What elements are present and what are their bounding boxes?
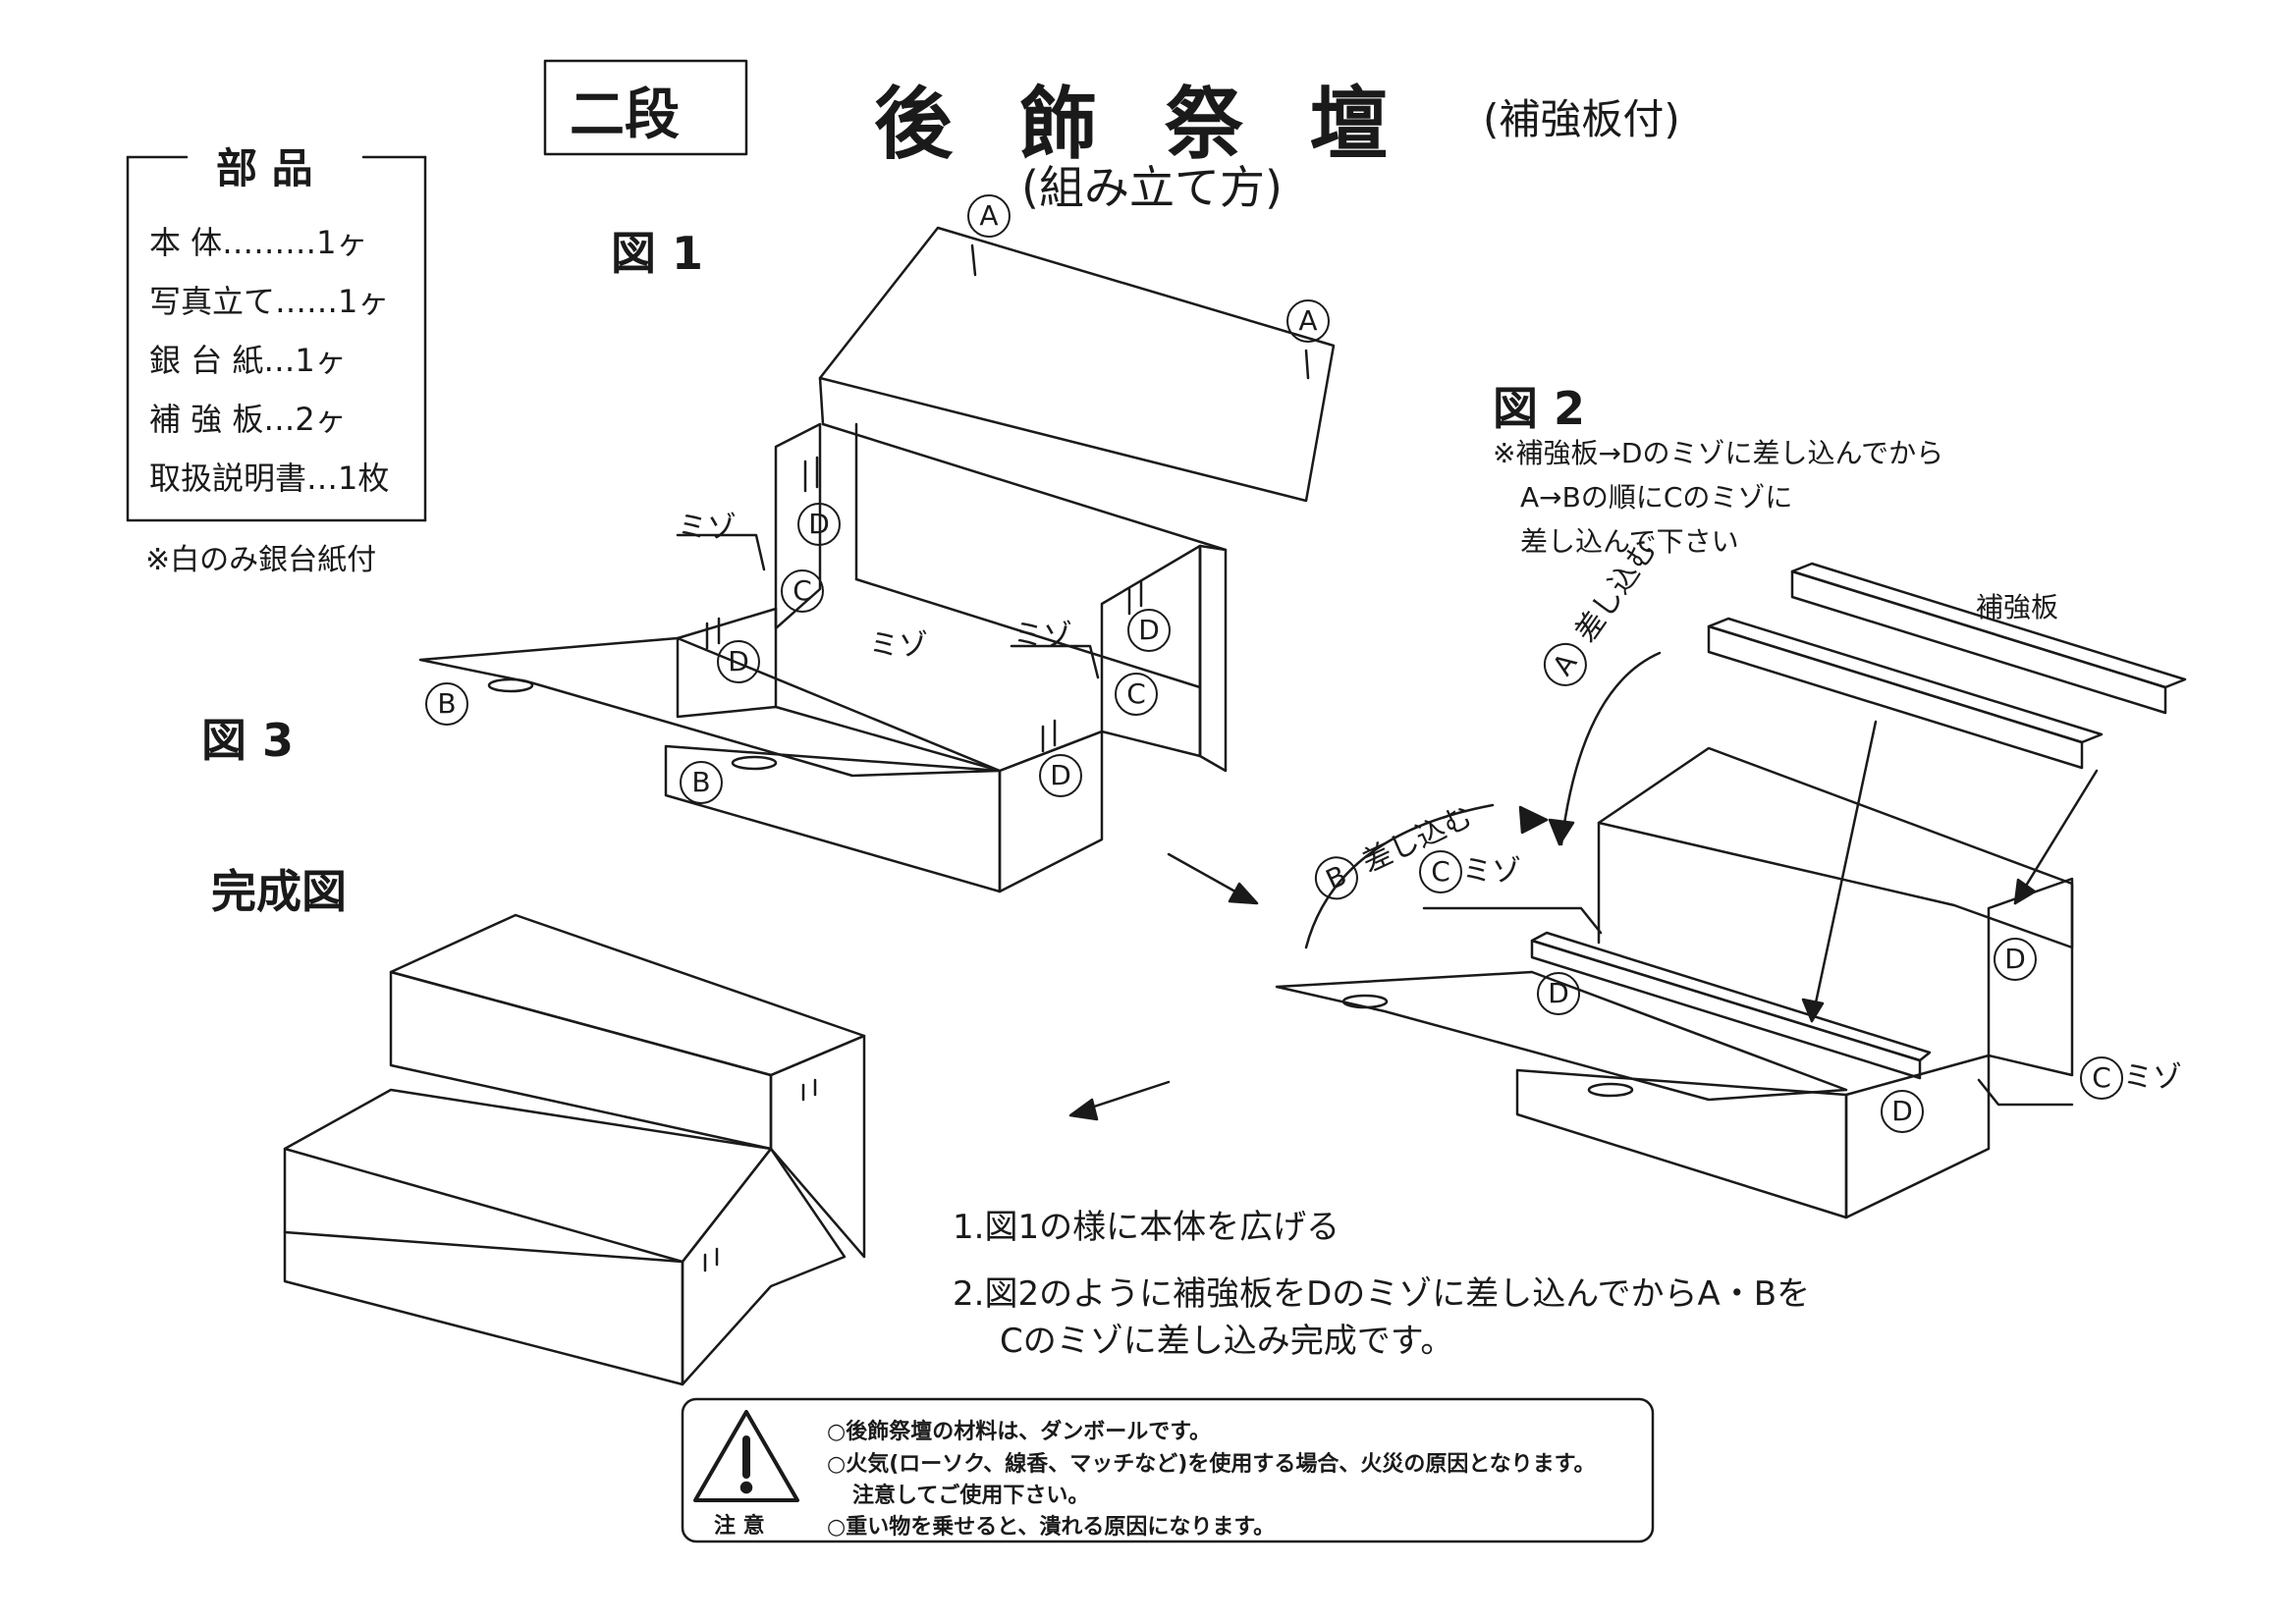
mark-c: C	[781, 569, 824, 613]
tag-label: 二段	[570, 83, 680, 147]
mark-d: D	[1127, 609, 1171, 652]
mark-d: D	[797, 503, 841, 546]
warning-icon	[693, 1410, 799, 1502]
fig2-note-line: 差し込んで下さい	[1520, 525, 1739, 558]
flow-arrows	[1068, 852, 1259, 1121]
title-suffix: (補強板付)	[1483, 95, 1680, 143]
fig2-note-line: A→Bの順にCのミゾに	[1520, 481, 1793, 514]
part-item: 銀 台 紙…1ヶ	[149, 342, 347, 379]
page-title: 後 飾 祭 壇	[874, 79, 1408, 170]
mark-a: A	[1286, 299, 1330, 343]
step-2: 2.図2のように補強板をDのミゾに差し込んでからA・Bを	[953, 1274, 1811, 1314]
mark-b: B	[425, 682, 468, 726]
mark-d: D	[717, 640, 760, 683]
mizo-label: ミゾ	[1013, 619, 1072, 653]
fig2-label: 図 2	[1493, 382, 1586, 435]
caution-line: ○重い物を乗せると、潰れる原因になります。	[827, 1515, 1276, 1540]
parts-note: ※白のみ銀台紙付	[145, 543, 377, 577]
fig2-note-line: ※補強板→Dのミゾに差し込んでから	[1493, 437, 1944, 469]
step-1: 1.図1の様に本体を広げる	[953, 1208, 1340, 1247]
caution-frame	[681, 1397, 1655, 1543]
caution-line: 注意してご使用下さい。	[852, 1484, 1090, 1508]
fig3-label: 図 3	[201, 714, 295, 767]
fig1-label: 図 1	[611, 227, 704, 280]
mark-c: C	[1115, 673, 1158, 716]
step-2-continued: Cのミゾに差し込み完成です。	[1000, 1322, 1454, 1361]
fig1-drawing	[418, 226, 1336, 893]
caution-label: 注 意	[714, 1514, 765, 1539]
part-item: 取扱説明書…1枚	[149, 460, 390, 497]
complete-drawing	[283, 913, 866, 1386]
tag-frame	[543, 59, 748, 156]
caution-line: ○後飾祭壇の材料は、ダンボールです。	[827, 1420, 1211, 1444]
mark-d: D	[1994, 938, 2037, 981]
parts-frame	[126, 155, 427, 522]
mizo-label: ミゾ	[678, 511, 737, 545]
caution-line: ○火気(ローソク、線香、マッチなど)を使用する場合、火災の原因となります。	[827, 1452, 1596, 1477]
mizo-label: ミゾ	[869, 628, 928, 663]
parts-title: 部 品	[216, 144, 313, 192]
part-item: 補 強 板…2ヶ	[149, 401, 347, 438]
mark-b: B	[680, 761, 723, 804]
mark-d: D	[1537, 972, 1580, 1015]
complete-label: 完成図	[211, 865, 347, 918]
mark-d: D	[1039, 754, 1082, 797]
page-subtitle: (組み立て方)	[1021, 161, 1283, 214]
board-label: 補強板	[1976, 591, 2059, 623]
mark-d: D	[1881, 1090, 1924, 1133]
mark-a: A	[967, 194, 1011, 238]
part-item: 写真立て……1ヶ	[149, 283, 390, 320]
part-item: 本 体………1ヶ	[149, 224, 368, 261]
fig2-drawing	[1275, 562, 2187, 1219]
